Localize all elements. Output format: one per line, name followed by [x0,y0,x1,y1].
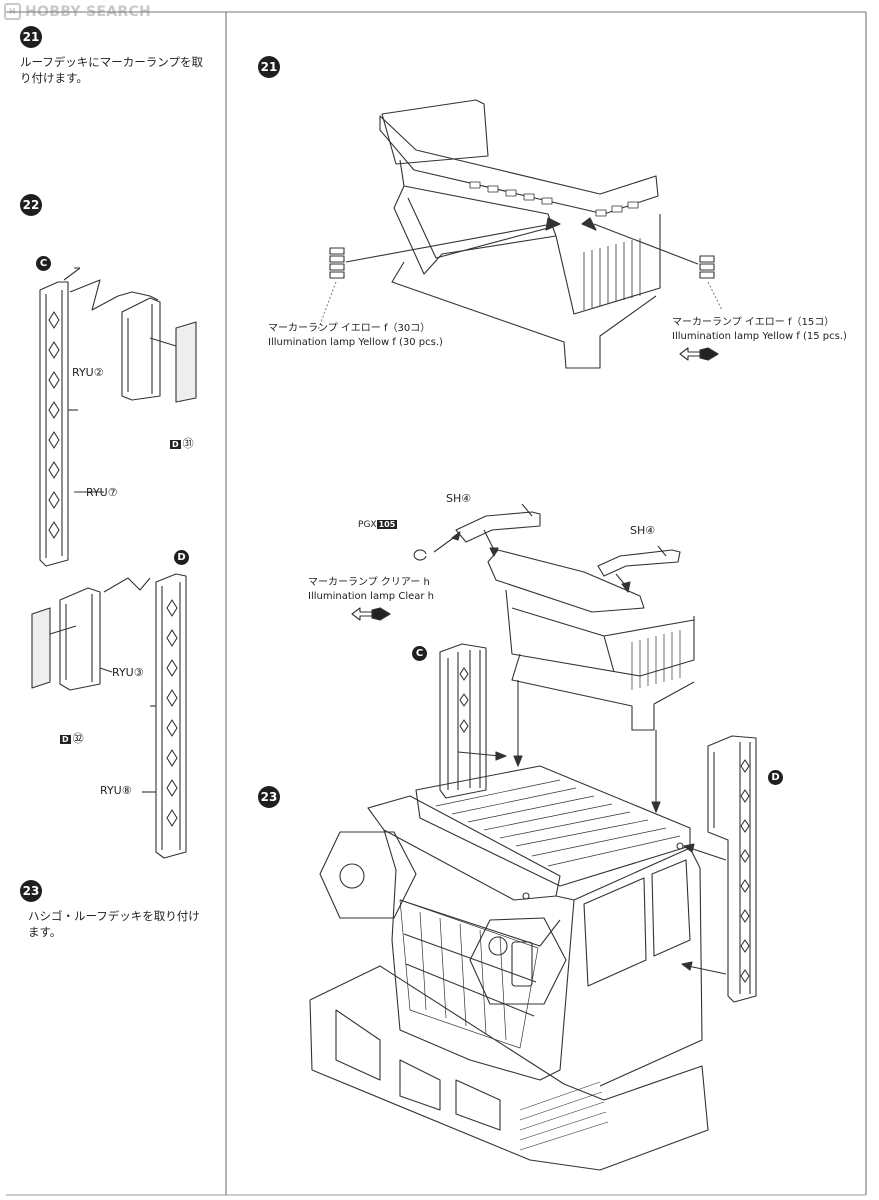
d32-box: D [60,735,71,744]
sh4-bracket-right [597,545,681,577]
lamp-clear-caption-jp: マーカーランプ クリアー h [308,577,430,588]
step-21-badge-right: 21 [258,56,280,78]
step-21-badge-left: 21 [20,26,42,48]
ladder-c-ryu7 [39,281,78,567]
lamp-yellow-30-caption-jp: マーカーランプ イエロー f（30コ） [268,323,431,334]
lamp-yellow-15-caption-jp: マーカーランプ イエロー f（15コ） [672,317,835,328]
letter-c-badge-22: C [36,256,51,271]
marker-lamp-bundle-15 [699,255,715,279]
lamp-housing-ryu2 [117,291,161,401]
ladder-c-23 [439,643,487,799]
direction-arrow-clear [351,607,391,621]
pgx-prefix: P [358,520,364,530]
part-label-ryu2: RYU② [72,366,104,379]
letter-c-badge-23: C [412,646,427,661]
ladder-d-ryu8 [150,573,187,859]
step-21-instruction: ルーフデッキにマーカーランプを取り付けます。 [20,55,203,85]
letter-d-badge-22: D [174,550,189,565]
pgx-num: 105 [376,520,398,529]
step-23-badge-left: 23 [20,880,42,902]
sh4-bracket-left [455,503,541,543]
part-label-sh4-left: SH④ [446,492,472,505]
part-label-ryu7: RYU⑦ [86,486,118,499]
lamp-yellow-15-caption-en: Illumination lamp Yellow f (15 pcs.) [672,331,847,342]
roof-deck-23 [487,549,695,731]
part-label-ryu8: RYU⑧ [100,784,132,797]
lamp-housing-ryu3 [59,587,101,691]
marker-lamp-bundle-30 [329,247,345,279]
truck-cab [309,765,709,1171]
part-label-ryu3: RYU③ [112,666,144,679]
part-label-sh4-right: SH④ [630,524,656,537]
lamp-clear-caption-en: Illumination lamp Clear h [308,591,435,602]
step-23-instruction: ハシゴ・ルーフデッキを取り付けます。 [28,909,200,939]
step-23-badge-right: 23 [258,786,280,808]
direction-arrow-right [679,347,719,361]
ladder-d-23 [707,735,757,1003]
d31-num: ㉛ [182,437,194,450]
d31-box: D [170,440,181,449]
step-22-badge: 22 [20,194,42,216]
roof-deck-21 [379,99,661,369]
pgx-box: GX [363,520,377,530]
lamp-yellow-30-caption-en: Illumination lamp Yellow f (30 pcs.) [268,337,443,348]
d32-num: ㉜ [72,732,84,745]
letter-d-badge-23: D [768,770,783,785]
